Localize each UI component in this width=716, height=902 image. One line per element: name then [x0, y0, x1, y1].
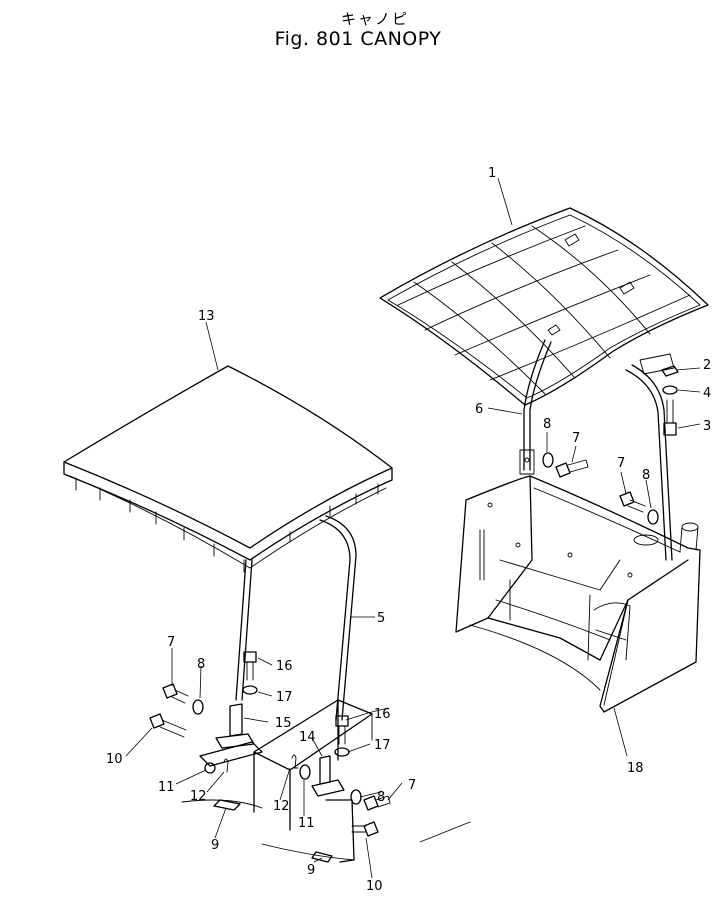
callout-8-left: 8 [197, 657, 205, 672]
callout-16-right: 16 [374, 707, 391, 722]
figure-title: Fig. 801 CANOPY [274, 28, 442, 50]
callout-16-left: 16 [276, 659, 293, 674]
callout-13: 13 [198, 309, 215, 324]
bolt-7-right-upper [555, 459, 589, 478]
pin-12-left [223, 758, 229, 773]
callout-7-left: 7 [167, 635, 175, 650]
callout-11-center: 11 [298, 816, 315, 831]
callout-11-left: 11 [158, 780, 175, 795]
callout-1: 1 [488, 166, 496, 181]
canopy-roof-part-13 [63, 365, 393, 573]
bolt-10-lower [351, 821, 379, 837]
washer-11-center [299, 764, 311, 780]
canopy-frame-part-1 [379, 207, 709, 406]
callout-18: 18 [627, 761, 644, 776]
washer-8-right-upper [542, 452, 554, 468]
guard-box-part-18 [455, 475, 701, 713]
washer-17-right [334, 747, 350, 757]
callout-5: 5 [377, 611, 385, 626]
pin-12-center [291, 754, 299, 769]
washer-8-right-lower [647, 509, 659, 525]
callout-7-right-lower: 7 [617, 456, 625, 471]
bolt-7-right-lower [619, 491, 646, 513]
callout-7-lower: 7 [408, 778, 416, 793]
callout-12-center: 12 [273, 799, 290, 814]
figure-title-japanese: キャノピ [340, 10, 409, 28]
bolt-7-left [162, 683, 189, 704]
callout-17-left: 17 [276, 690, 293, 705]
bolt-7-lower [363, 795, 391, 811]
mount-plate-center [253, 699, 471, 863]
callout-8-lower: 8 [377, 790, 385, 805]
canopy-post-part-6 [519, 339, 552, 475]
bolt-3 [663, 399, 677, 436]
washer-4 [662, 385, 678, 395]
callout-6: 6 [475, 402, 483, 417]
callout-2: 2 [703, 358, 711, 373]
bracket-15 [215, 703, 255, 749]
callout-12-left: 12 [190, 789, 207, 804]
canopy-post-left [235, 559, 253, 701]
mount-plate-left [181, 741, 263, 811]
callout-10-lower: 10 [366, 879, 383, 894]
leader-lines [125, 177, 701, 879]
callout-7-right-upper: 7 [572, 431, 580, 446]
bracket-14 [311, 755, 345, 797]
callout-8-right-upper: 8 [543, 417, 551, 432]
bolt-10-left [149, 713, 187, 738]
bolt-16-left [243, 651, 257, 681]
canopy-post-part-5 [319, 515, 357, 721]
bolt-16-right [335, 715, 349, 745]
callout-17-right: 17 [374, 738, 391, 753]
callout-3: 3 [703, 419, 711, 434]
callout-10-left: 10 [106, 752, 123, 767]
washer-11-left [204, 762, 216, 774]
callout-14: 14 [299, 730, 316, 745]
bracket-2 [661, 365, 679, 377]
callout-8-right-lower: 8 [642, 468, 650, 483]
washer-8-left [192, 699, 204, 715]
callout-15: 15 [275, 716, 292, 731]
callout-4: 4 [703, 386, 711, 401]
callout-9-lower: 9 [307, 863, 315, 878]
canopy-rear-post [625, 353, 675, 561]
callout-9-upper: 9 [211, 838, 219, 853]
washer-17-left [242, 685, 258, 695]
washer-8-lower [350, 789, 362, 805]
